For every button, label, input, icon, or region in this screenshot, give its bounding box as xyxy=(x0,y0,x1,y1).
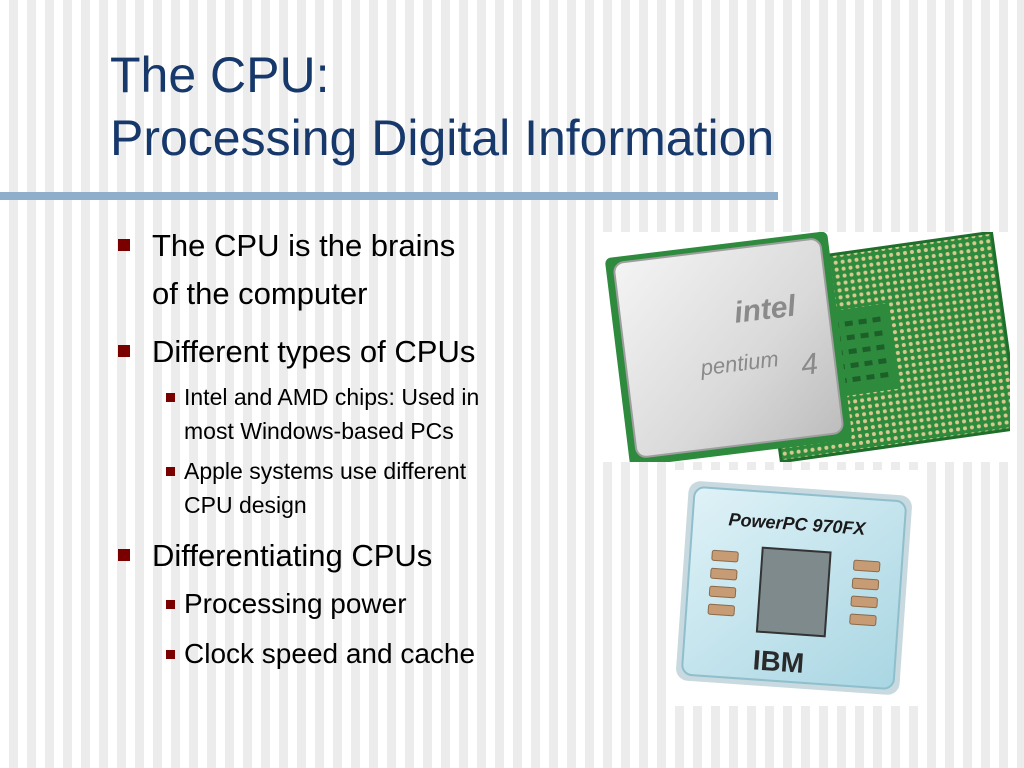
sub-bullet-clock-cache: Clock speed and cache xyxy=(152,634,588,674)
sub-bullet-text-line: Apple systems use different xyxy=(184,458,467,484)
title-line-2: Processing Digital Information xyxy=(110,110,775,166)
square-bullet-icon xyxy=(118,345,130,357)
bullet-text-line: The CPU is the brains xyxy=(152,228,456,263)
sub-bullet-intel-amd: Intel and AMD chips: Used in most Window… xyxy=(152,380,588,448)
slide-title: The CPU: Processing Digital Information xyxy=(110,44,774,170)
intel-logo-text: intel xyxy=(732,290,798,330)
square-bullet-icon xyxy=(118,549,130,561)
pentium-number-text: 4 xyxy=(799,347,820,382)
bullet-differentiating: Differentiating CPUs Processing power Cl… xyxy=(118,532,588,674)
sub-bullet-text: Clock speed and cache xyxy=(184,638,476,669)
powerpc-chip-image: PowerPC 970FX IBM xyxy=(666,470,922,706)
sub-bullet-text-line: CPU design xyxy=(184,492,307,518)
sub-bullet-list: Processing power Clock speed and cache xyxy=(152,584,588,674)
ibm-logo-text: IBM xyxy=(752,644,805,679)
heat-spreader-chip: intel pentium 4 xyxy=(605,232,852,462)
powerpc-chip-illustration: PowerPC 970FX IBM xyxy=(676,481,912,695)
sub-bullet-text-line: Intel and AMD chips: Used in xyxy=(184,384,480,410)
sub-bullet-list: Intel and AMD chips: Used in most Window… xyxy=(152,380,588,522)
square-bullet-icon xyxy=(166,393,175,402)
bullet-text: Different types of CPUs xyxy=(152,334,476,369)
title-line-1: The CPU: xyxy=(110,47,330,103)
bullet-text-line: of the computer xyxy=(152,276,368,311)
square-bullet-icon xyxy=(166,467,175,476)
sub-bullet-text-line: most Windows-based PCs xyxy=(184,418,454,444)
title-divider xyxy=(0,192,778,200)
bullet-list: The CPU is the brains of the computer Di… xyxy=(118,222,588,684)
sub-bullet-text: Processing power xyxy=(184,588,407,619)
bullet-text: Differentiating CPUs xyxy=(152,538,433,573)
square-bullet-icon xyxy=(118,239,130,251)
square-bullet-icon xyxy=(166,600,175,609)
bullet-cpu-types: Different types of CPUs Intel and AMD ch… xyxy=(118,328,588,522)
square-bullet-icon xyxy=(166,650,175,659)
sub-bullet-processing-power: Processing power xyxy=(152,584,588,624)
pentium-4-chip-image: intel pentium 4 xyxy=(598,232,1010,462)
pentium-chip-illustration: intel pentium 4 xyxy=(605,232,1010,462)
sub-bullet-apple: Apple systems use different CPU design xyxy=(152,454,588,522)
bullet-cpu-brains: The CPU is the brains of the computer xyxy=(118,222,588,318)
